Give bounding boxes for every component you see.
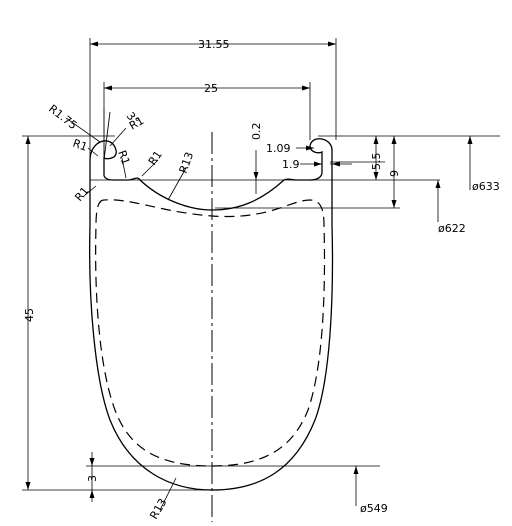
radius-r13-bed: R13 — [177, 150, 197, 175]
diameter-633: ø633 — [472, 180, 500, 193]
dim-hook-height: 5.5 — [370, 153, 383, 171]
dim-inner-width: 25 — [204, 82, 218, 95]
dim-wall-thickness: 3 — [86, 475, 99, 482]
dim-total-depth: 45 — [23, 308, 36, 322]
dim-outer-width: 31.55 — [198, 38, 230, 51]
radius-r1-left: R1 — [71, 137, 89, 154]
radius-leaders — [65, 117, 187, 511]
dim-well-depth: 9 — [388, 170, 401, 177]
radius-r13-bottom: R13 — [147, 496, 169, 521]
dimension-lines — [25, 41, 473, 506]
rim-outer-wall — [89, 180, 334, 491]
dimension-labels: 31.55 25 0.2 1.09 1.9 5.5 9 45 3 R1.75 3… — [23, 38, 500, 522]
radius-r1-top: R1 — [127, 114, 146, 133]
radius-r1-inner: R1 — [115, 149, 132, 167]
radius-r1-corner: R1 — [72, 184, 91, 204]
radius-r1-shoulder: R1 — [146, 148, 165, 167]
diameter-549: ø549 — [360, 502, 388, 515]
rim-bed — [137, 177, 285, 211]
diameter-622: ø622 — [438, 222, 466, 235]
dim-hook-offset: 1.9 — [282, 158, 300, 171]
dim-bead-height: 0.2 — [250, 123, 263, 141]
extension-lines — [22, 38, 500, 491]
radius-r175: R1.75 — [46, 102, 79, 132]
inner-cavity-dashed — [95, 199, 326, 467]
dim-hook-width: 1.09 — [266, 142, 291, 155]
